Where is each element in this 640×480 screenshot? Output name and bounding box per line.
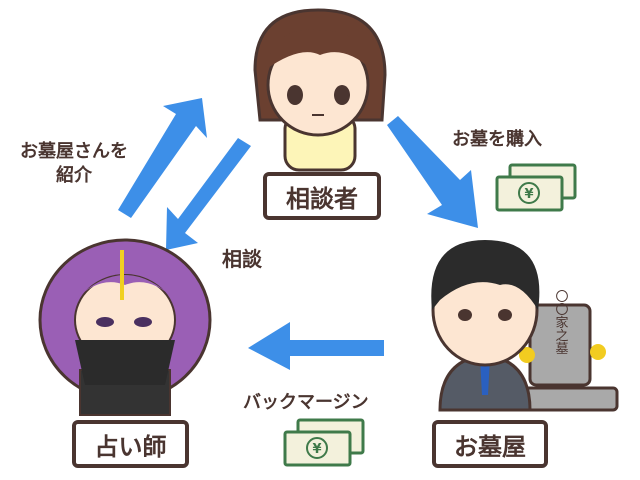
label-consult: 相談 [222,247,262,271]
node-fortune-teller: 占い師 [72,420,189,468]
arrow-kickback [248,322,384,370]
label-introduce-line1: お墓屋さんを [20,141,128,162]
money-icon-top: ¥ [495,163,577,212]
node-grave-shop: お墓屋 [432,420,548,468]
arrow-introduce [118,98,207,218]
label-kickback: バックマージン [243,392,369,413]
svg-text:¥: ¥ [524,187,533,202]
fortune-teller-illustration [38,238,212,416]
money-icon-bottom: ¥ [283,418,365,467]
grave-shop-illustration: 〇〇家之墓 [431,240,619,412]
arrows [118,98,478,370]
label-introduce-line2: 紹介 [56,165,92,186]
arrow-consult [166,138,251,250]
node-consultant: 相談者 [263,172,381,220]
label-buy-grave: お墓を購入 [452,129,542,150]
label-introduce: お墓屋さんを 紹介 [20,140,128,188]
svg-text:¥: ¥ [312,442,321,457]
arrow-buy [387,116,478,228]
consultant-illustration [253,8,387,172]
gravestone-text: 〇〇家之墓 [553,290,569,355]
